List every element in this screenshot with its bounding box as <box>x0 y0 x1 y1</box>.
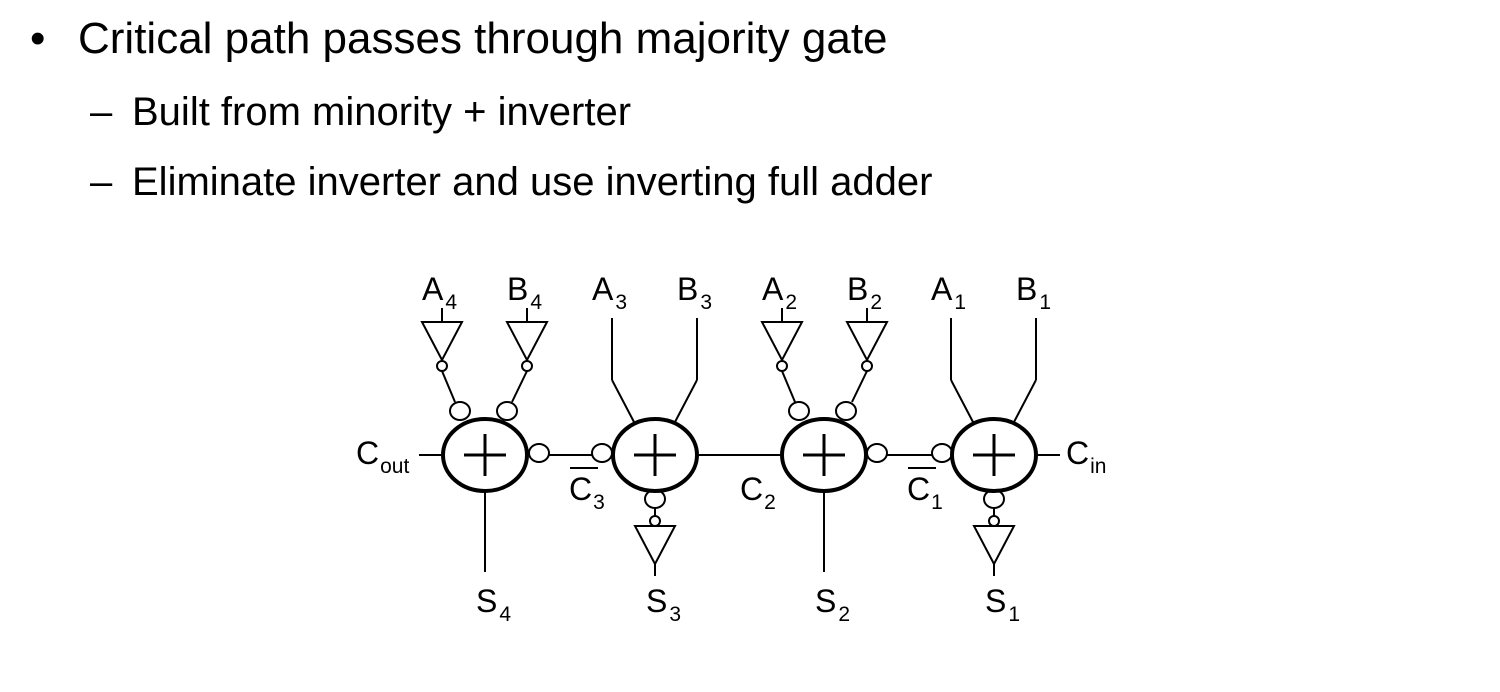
full-adder-2 <box>780 417 868 493</box>
b1-wire-lower <box>1013 379 1037 423</box>
diagram-wires <box>419 308 1060 576</box>
main-bullet-text: Critical path passes through majority ga… <box>78 14 888 63</box>
b3-wire-lower <box>674 379 698 423</box>
s1-inverter-icon <box>972 525 1016 567</box>
a4-inverter-bubble-icon <box>436 360 448 372</box>
sum-label-s4: S4 <box>476 583 511 626</box>
b2-inverter-icon <box>845 321 889 363</box>
b2-bubble-icon <box>835 401 857 421</box>
sub-bullet-1-text: Built from minority + inverter <box>132 90 632 134</box>
adder4-carry-in-bubble-icon <box>528 443 550 463</box>
a4-inverter-icon <box>420 321 464 363</box>
sub-bullet-2: –Eliminate inverter and use inverting fu… <box>90 156 932 208</box>
sum-labels: S4 S3 S2 S1 <box>476 583 1020 626</box>
b4-inverter-bubble-icon <box>521 360 533 372</box>
a3-wire-lower <box>611 379 635 423</box>
carry-out-label: Cout <box>356 435 409 478</box>
s3-inverter-icon <box>633 525 677 567</box>
full-adder-3 <box>611 417 699 493</box>
sub-bullet-1: –Built from minority + inverter <box>90 86 631 138</box>
a4-wire-lower <box>441 370 456 403</box>
plus-icon <box>973 434 1015 476</box>
adder1-carry-out-bubble-icon <box>931 443 953 463</box>
full-adders <box>441 417 1038 493</box>
s3-inverter-bubble-icon <box>649 515 661 527</box>
carry-in-label: Cin <box>1066 435 1106 478</box>
b2-wire-lower <box>851 370 868 403</box>
plus-icon <box>803 434 845 476</box>
sum-label-s3: S3 <box>646 583 681 626</box>
dash-icon: – <box>90 90 113 134</box>
input-label-b1: B1 <box>1016 271 1051 314</box>
carry-label-c1: C1 <box>907 471 943 514</box>
input-label-a2: A2 <box>762 271 797 314</box>
adder3-carry-out-bubble-icon <box>591 443 613 463</box>
full-adder-1 <box>950 417 1038 493</box>
a1-wire-lower <box>950 379 974 423</box>
carry-labels: Cout Cin C3 C2 C1 <box>356 435 1106 514</box>
a2-bubble-icon <box>788 401 810 421</box>
a4-bubble-icon <box>449 401 471 421</box>
sum-label-s1: S1 <box>985 583 1020 626</box>
input-label-b4: B4 <box>507 271 542 314</box>
b4-wire-lower <box>511 370 528 403</box>
dash-icon: – <box>90 160 113 204</box>
input-label-a4: A4 <box>422 271 457 314</box>
full-adder-4 <box>441 417 529 493</box>
carry-label-c2: C2 <box>740 471 776 514</box>
sub-bullet-2-text: Eliminate inverter and use inverting ful… <box>132 160 933 204</box>
input-label-b2: B2 <box>847 271 882 314</box>
input-label-b3: B3 <box>677 271 712 314</box>
a2-wire-lower <box>781 370 796 403</box>
input-label-a3: A3 <box>592 271 627 314</box>
carry-label-c3: C3 <box>569 471 605 514</box>
plus-icon <box>464 434 506 476</box>
b2-inverter-bubble-icon <box>861 360 873 372</box>
b4-bubble-icon <box>496 401 518 421</box>
bullet-dot-icon: • <box>30 14 46 63</box>
input-labels: A4 B4 A3 B3 A2 B2 A1 B1 <box>422 271 1051 314</box>
adder2-carry-in-bubble-icon <box>866 443 888 463</box>
a2-inverter-icon <box>760 321 804 363</box>
input-label-a1: A1 <box>931 271 966 314</box>
b4-inverter-icon <box>505 321 549 363</box>
sum-label-s2: S2 <box>815 583 850 626</box>
plus-icon <box>634 434 676 476</box>
s1-inverter-bubble-icon <box>988 515 1000 527</box>
main-bullet: • Critical path passes through majority g… <box>30 10 888 68</box>
a2-inverter-bubble-icon <box>776 360 788 372</box>
